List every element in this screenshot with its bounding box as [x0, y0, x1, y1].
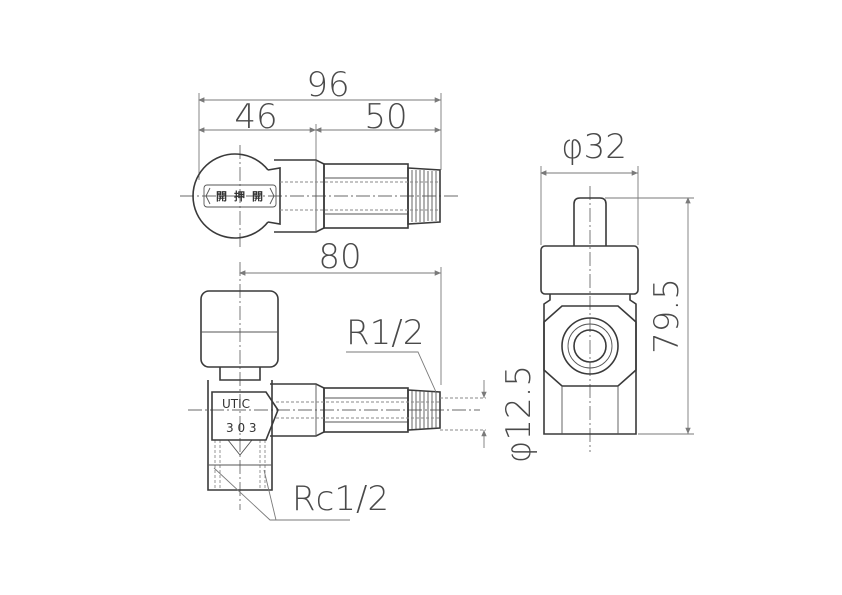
dim-50-label: 50 [364, 97, 407, 137]
height-label: 79.5 [647, 278, 687, 354]
dim-46-label: 46 [234, 97, 277, 137]
outlet-thread-front [407, 389, 441, 431]
handle-arrows [205, 187, 275, 205]
port-thread [567, 323, 613, 369]
handle-label-box [203, 184, 277, 208]
side-view: φ32 79.5 [540, 127, 694, 452]
inlet-cone [227, 439, 253, 456]
handle-neck [267, 167, 281, 225]
body-side [543, 294, 637, 435]
outlet-thread-label: R1/2 [346, 313, 424, 353]
handle-disc [192, 153, 269, 239]
handle-diameter-label: φ32 [561, 127, 627, 167]
thread-lines [411, 170, 437, 222]
handle-mark-left: 開 [216, 190, 227, 203]
body-vertical [207, 380, 273, 491]
inlet-thread-label: Rc1/2 [292, 479, 389, 519]
model-marking: 3 0 3 [226, 421, 257, 435]
handle-side [540, 245, 639, 295]
handle-block [200, 290, 279, 368]
thread-lines-front [411, 391, 437, 429]
brand-marking: UTIC [222, 397, 250, 411]
bore-diameter-label: φ12.5 [499, 365, 539, 463]
front-view: 80 UTIC 3 0 3 [188, 237, 539, 521]
outlet-thread [407, 167, 441, 225]
dim-96-label: 96 [306, 65, 349, 105]
handle-mark-center: 押 [234, 189, 245, 203]
handle-stem [219, 367, 261, 381]
top-view: 96 46 50 開 押 開 [180, 65, 460, 248]
marking-plate [211, 391, 279, 441]
port-bore [573, 329, 607, 363]
handle-tab [573, 197, 607, 246]
outlet-leader [346, 351, 437, 393]
handle-mark-right: 開 [252, 190, 263, 203]
dim-80-label: 80 [318, 237, 361, 277]
inlet-leader-2 [263, 469, 277, 521]
port-outer [561, 317, 619, 375]
inlet-leader [213, 467, 350, 521]
